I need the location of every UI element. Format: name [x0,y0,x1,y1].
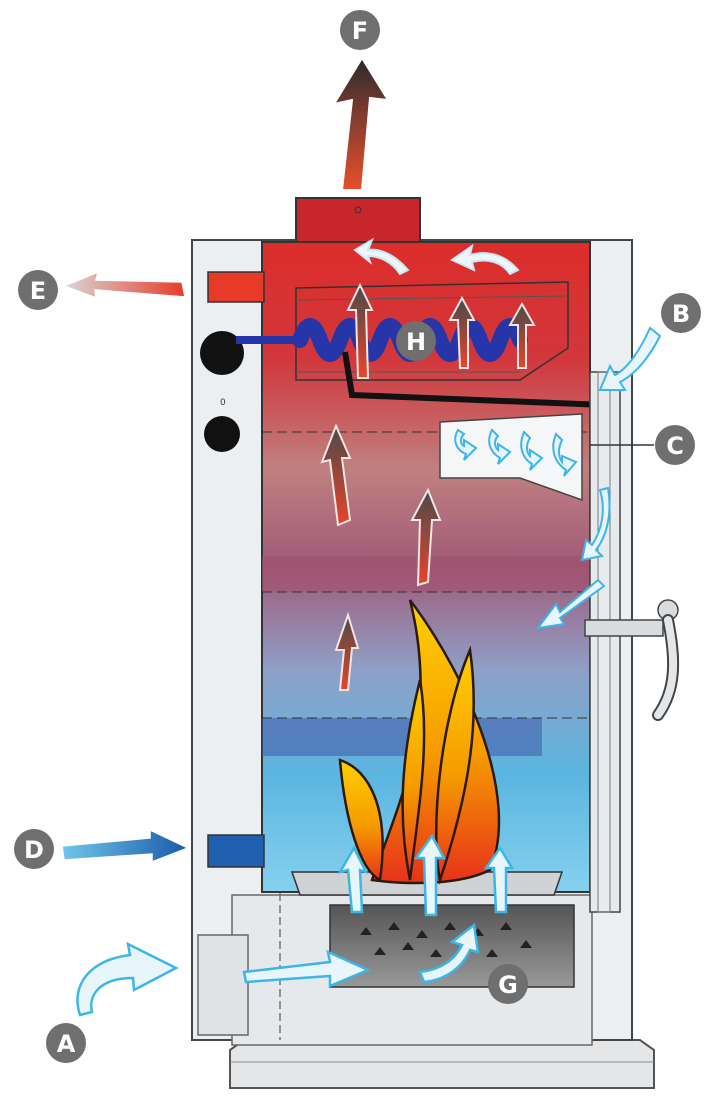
water-outlet-fitting [207,271,265,303]
secondary-air-arrows [454,326,662,630]
label-h: H [396,321,436,361]
secondary-air-baffle [439,413,583,502]
label-b: B [661,293,701,333]
label-g: G [488,964,528,1004]
svg-text:E: E [30,277,46,305]
svg-text:B: B [672,300,690,328]
stove-base [229,1039,655,1089]
label-a: A [46,1023,86,1063]
label-e: E [18,270,58,310]
water-inlet-fitting [207,834,265,868]
flue-collar [295,197,421,243]
heat-exchanger [295,281,569,381]
fire-flames [338,599,501,885]
hot-gas-flow-arrows [320,282,536,691]
svg-text:0: 0 [220,398,226,408]
flue-exhaust-arrow [331,56,390,191]
door-handle [584,599,680,721]
left-panel-controls: 0 [200,331,244,452]
svg-text:G: G [498,971,518,999]
control-knob-upper [200,331,244,375]
flue-turn-arrows [353,237,520,276]
primary-air-arrows [76,833,515,1017]
cold-water-inlet-arrow [61,828,190,864]
control-knob-lower [204,416,240,452]
hot-water-outlet-arrow [61,270,186,300]
label-f: F [340,10,380,50]
svg-text:C: C [666,432,684,460]
ash-pan [329,904,575,988]
svg-text:H: H [406,328,426,356]
svg-text:D: D [24,836,44,864]
stove-door [584,371,680,913]
svg-text:A: A [57,1030,76,1058]
label-c: C [655,425,695,465]
svg-text:F: F [352,17,368,45]
label-d: D [14,829,54,869]
